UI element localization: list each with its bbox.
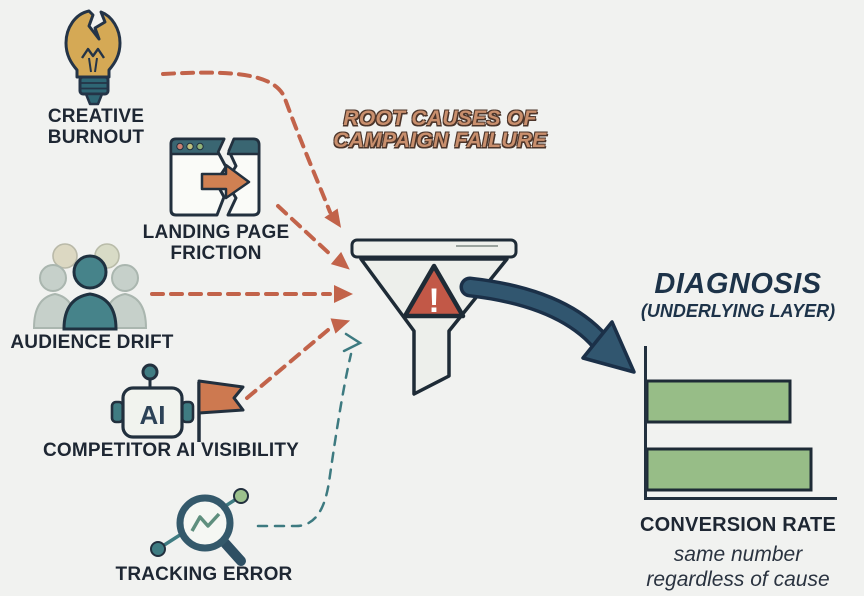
chart-label: CONVERSION RATE (640, 514, 836, 536)
warning-triangle-icon (402, 263, 466, 319)
connector-competitor-ai (245, 328, 330, 400)
magnifier-handle (219, 537, 246, 566)
cause-label-line: BURNOUT (47, 127, 145, 148)
output-arrowhead (581, 320, 636, 374)
ai-robot-flag-icon: AI (110, 363, 245, 442)
flag-icon (197, 379, 245, 415)
robot-ai-text: AI (140, 400, 166, 430)
funnel-warning-icon: ! (350, 238, 518, 396)
center-title: ROOT CAUSES OF CAMPAIGN FAILURE (320, 108, 560, 152)
cause-label-line: LANDING PAGE (142, 222, 290, 243)
diagnosis-subtitle: (UNDERLYING LAYER) (640, 301, 836, 321)
cause-label-landing-page: LANDING PAGE FRICTION (136, 222, 296, 264)
browser-dot-red (176, 142, 184, 151)
magnifier-chart-icon (150, 488, 249, 566)
bar-bottom (645, 447, 813, 492)
diagnosis-title: DIAGNOSIS (654, 268, 822, 300)
cause-label-line: AUDIENCE DRIFT (10, 332, 174, 353)
broken-lightbulb-icon (64, 9, 122, 106)
cause-label-line: CREATIVE (47, 106, 145, 127)
warning-exclamation: ! (428, 282, 439, 320)
cause-label-creative-burnout: CREATIVE BURNOUT (16, 106, 176, 148)
chart-note-line1: same number (673, 543, 803, 566)
cause-label-line: TRACKING ERROR (115, 564, 293, 585)
cause-label-competitor-ai: COMPETITOR AI VISIBILITY (21, 440, 321, 461)
cracked-browser-icon (169, 137, 261, 217)
robot-antenna (141, 363, 159, 381)
chart-note-line2: regardless of cause (646, 568, 830, 591)
cause-label-audience-drift: AUDIENCE DRIFT (2, 332, 182, 353)
cause-label-tracking-error: TRACKING ERROR (104, 564, 304, 585)
arrowhead (324, 208, 342, 228)
center-title-line1: ROOT CAUSES OF (343, 107, 537, 130)
chart-note: same number regardless of cause (616, 542, 860, 592)
robot-head (121, 386, 184, 439)
bar-top (645, 379, 792, 424)
conversion-bar-chart (644, 346, 837, 500)
center-title-line2: CAMPAIGN FAILURE (333, 129, 547, 152)
people-group-icon (33, 243, 147, 331)
browser-dot-yellow (186, 142, 194, 151)
cause-label-line: FRICTION (170, 243, 262, 264)
trend-line (190, 512, 221, 532)
browser-dot-green (196, 142, 204, 151)
cause-label-line: COMPETITOR AI VISIBILITY (42, 440, 300, 461)
